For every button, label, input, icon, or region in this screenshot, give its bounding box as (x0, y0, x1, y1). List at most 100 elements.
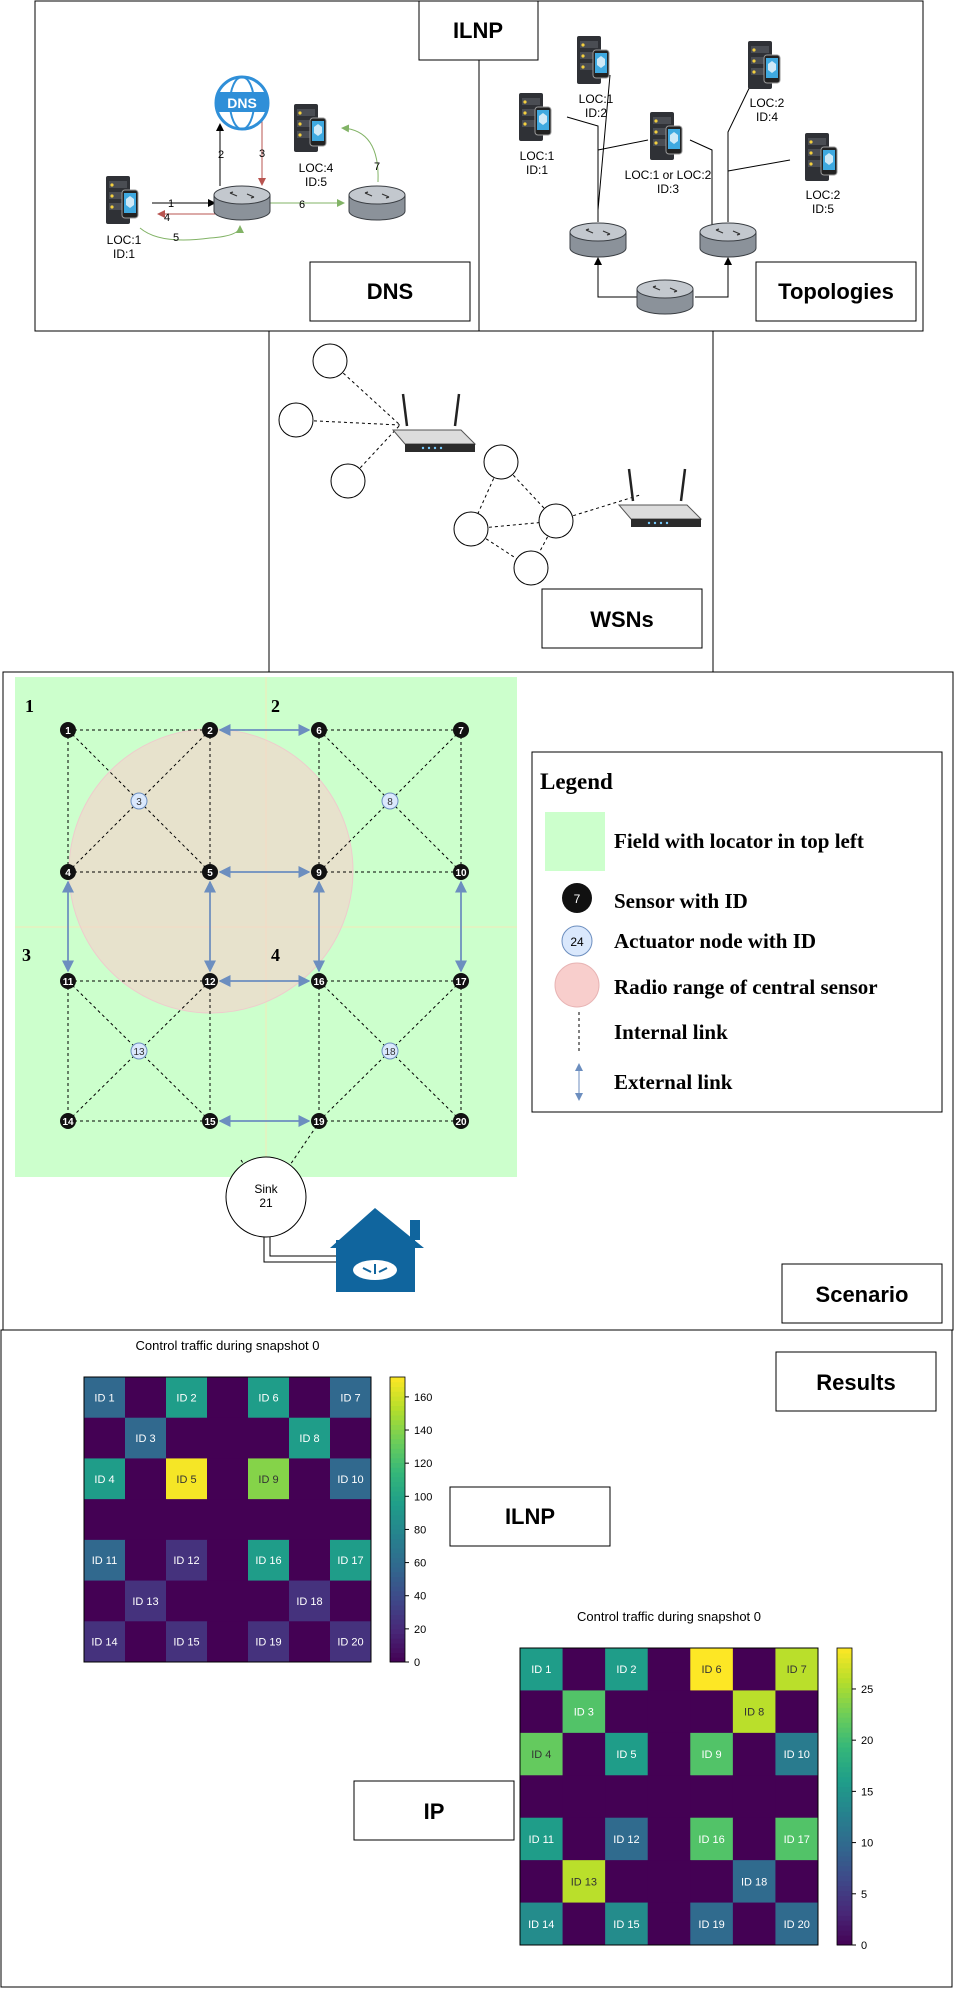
heatmap-cell-label: ID 4 (94, 1474, 114, 1486)
heatmap-cell-label: ID 1 (531, 1664, 551, 1676)
heatmap-cell (605, 1902, 649, 1946)
colorbar-segment (837, 1796, 852, 1802)
heatmap-cell (289, 1458, 331, 1500)
colorbar-segment (837, 1801, 852, 1807)
heatmap-cell-label: ID 8 (744, 1707, 764, 1719)
dns-arrow-5 (139, 225, 244, 241)
heatmap-cell (330, 1580, 372, 1622)
topo-node-3-loc: LOC:1 or LOC:2 (625, 168, 712, 182)
colorbar-segment (390, 1638, 405, 1644)
ip-result-label: IP (424, 1799, 445, 1824)
actuator-id: 13 (133, 1047, 145, 1058)
sensor-node (311, 864, 327, 880)
colorbar-segment (390, 1633, 405, 1639)
heatmap-cell (125, 1417, 167, 1459)
heatmap-cell (775, 1775, 819, 1819)
internal-link (318, 729, 391, 802)
colorbar-segment (390, 1605, 405, 1611)
legend-title: Legend (540, 769, 613, 794)
colorbar-tick-label: 80 (414, 1524, 426, 1536)
colorbar-segment (837, 1905, 852, 1911)
heatmap-cell-label: ID 12 (173, 1555, 199, 1567)
heatmap-cell (775, 1902, 819, 1946)
colorbar-tick-label: 0 (861, 1940, 867, 1952)
colorbar-segment (390, 1453, 405, 1459)
heatmap-cell (248, 1621, 290, 1663)
heatmap-cell-label: ID 18 (741, 1876, 767, 1888)
heatmap-title: Control traffic during snapshot 0 (577, 1609, 761, 1624)
heatmap-cell-label: ID 20 (337, 1637, 363, 1649)
colorbar-segment (390, 1524, 405, 1530)
heatmap-cell (125, 1458, 167, 1500)
colorbar-segment (390, 1595, 405, 1601)
wsns-panel: WSNs (268, 330, 714, 673)
router-icon (699, 222, 757, 258)
sensor-id: 11 (63, 977, 74, 988)
colorbar-segment (837, 1865, 852, 1872)
legend-actuator-swatch (561, 925, 593, 957)
colorbar-tick-label: 60 (414, 1558, 426, 1570)
heatmap-cell (520, 1902, 564, 1946)
internal-link (67, 800, 140, 873)
colorbar-segment (837, 1841, 852, 1847)
topo-node-1-loc: LOC:1 (520, 149, 555, 163)
colorbar-segment (837, 1652, 852, 1659)
colorbar-segment (837, 1786, 852, 1793)
sensor-node (311, 1113, 327, 1129)
topo-node-1-id: ID:1 (526, 163, 548, 177)
internal-link (67, 980, 140, 1052)
topologies-panel-label: Topologies (778, 279, 894, 304)
heatmap-cell (732, 1775, 776, 1819)
ilnp-title-tab: ILNP (453, 18, 503, 43)
colorbar-segment (390, 1429, 405, 1435)
heatmap-cell (125, 1499, 167, 1541)
heatmap-cell-label: ID 16 (255, 1555, 281, 1567)
actuator-id: 8 (387, 797, 393, 808)
internal-link (138, 1050, 211, 1122)
colorbar-segment (837, 1707, 852, 1713)
internal-link (389, 800, 462, 873)
heatmap-cell (289, 1377, 331, 1419)
colorbar-segment (390, 1476, 405, 1482)
colorbar-segment (837, 1816, 852, 1822)
colorbar-segment (390, 1514, 405, 1520)
heatmap-cell-label: ID 6 (258, 1392, 278, 1404)
heatmap-cell-label: ID 13 (132, 1596, 158, 1608)
ilnp-result-label: ILNP (505, 1504, 555, 1529)
router-icon (213, 185, 271, 221)
colorbar-segment (837, 1747, 852, 1753)
colorbar-segment (837, 1836, 852, 1842)
colorbar-segment (837, 1756, 852, 1763)
heatmap-cell (690, 1860, 734, 1904)
colorbar-segment (390, 1562, 405, 1568)
heatmap-cell (520, 1817, 564, 1861)
colorbar-segment (390, 1657, 405, 1663)
sensor-node (202, 1113, 218, 1129)
colorbar-segment (837, 1870, 852, 1877)
heatmap-cell-label: ID 13 (571, 1876, 597, 1888)
colorbar-segment (390, 1614, 405, 1620)
colorbar-segment (837, 1727, 852, 1733)
dns-step-5: 5 (173, 232, 179, 244)
sensor-id: 4 (65, 868, 71, 879)
topo-node-2-loc: LOC:1 (579, 92, 614, 106)
sensor-id: 16 (313, 977, 325, 988)
sink-id: 21 (259, 1196, 273, 1210)
sensor-id: 1 (65, 726, 71, 737)
sensor-node (60, 722, 76, 738)
router-icon (569, 222, 627, 258)
heatmap-cell (84, 1499, 126, 1541)
colorbar-segment (390, 1448, 405, 1454)
colorbar-segment (390, 1472, 405, 1478)
sensor-id: 14 (62, 1117, 74, 1128)
heatmap-cell-label: ID 14 (91, 1637, 117, 1649)
colorbar-segment (390, 1405, 405, 1411)
colorbar-segment (390, 1529, 405, 1535)
heatmap-cell-label: ID 11 (92, 1555, 117, 1567)
colorbar-segment (837, 1742, 852, 1748)
colorbar-segment (390, 1519, 405, 1525)
dns-step-2: 2 (218, 149, 224, 161)
heatmap-cell-label: ID 3 (574, 1707, 594, 1719)
colorbar-segment (837, 1737, 852, 1743)
sensor-node (453, 722, 469, 738)
